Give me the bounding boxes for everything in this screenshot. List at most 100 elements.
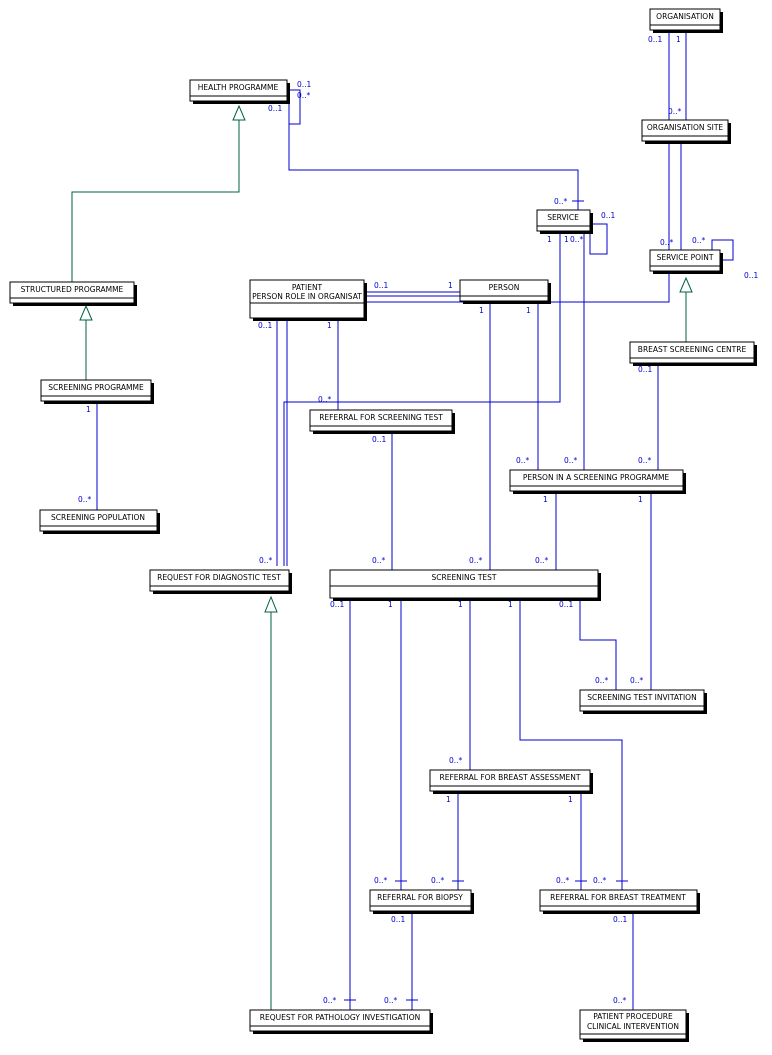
- cardinality-label: 0..1: [372, 435, 387, 444]
- cardinality-label: 1: [568, 795, 573, 804]
- cardinality-label: 1: [543, 495, 548, 504]
- entity-label: BREAST SCREENING CENTRE: [638, 345, 747, 354]
- entity-organisation[interactable]: ORGANISATION: [649, 8, 723, 33]
- entity-request-for-pathology-investigation[interactable]: REQUEST FOR PATHOLOGY INVESTIGATION: [249, 1009, 433, 1034]
- cardinality-label: 1: [448, 281, 453, 290]
- cardinality-label: 1: [676, 35, 681, 44]
- cardinality-label: 0..1: [258, 321, 273, 330]
- cardinality-label: 0..*: [630, 676, 644, 685]
- cardinality-label: 0..*: [613, 996, 627, 1005]
- entity-person-in-a-screening-programme[interactable]: PERSON IN A SCREENING PROGRAMME: [509, 469, 686, 494]
- entity-referral-for-breast-assessment[interactable]: REFERRAL FOR BREAST ASSESSMENT: [429, 769, 593, 794]
- cardinality-label: 0..1: [268, 104, 283, 113]
- cardinality-label: 0..*: [692, 236, 706, 245]
- cardinality-label: 0..*: [668, 107, 682, 116]
- entity-service[interactable]: SERVICE: [536, 209, 593, 234]
- cardinality-label: 1: [388, 600, 393, 609]
- entity-label: SCREENING TEST: [432, 573, 497, 582]
- entity-label: SCREENING POPULATION: [51, 513, 145, 522]
- entity-label: PERSON: [489, 283, 520, 292]
- cardinality-label: 1: [86, 405, 91, 414]
- entity-label: PATIENT PROCEDURE: [593, 1012, 673, 1021]
- gen-structured-health: [71, 120, 240, 282]
- cardinality-label: 0..*: [660, 238, 674, 247]
- entity-person[interactable]: PERSON: [459, 279, 551, 304]
- entity-breast-screening-centre[interactable]: BREAST SCREENING CENTRE: [629, 341, 757, 366]
- cardinality-label: 0..1: [638, 365, 653, 374]
- cardinality-label: 0..1: [391, 915, 406, 924]
- entity-label: REFERRAL FOR SCREENING TEST: [319, 413, 443, 422]
- rel-st-sti: [579, 598, 617, 690]
- cardinality-label: 0..*: [564, 456, 578, 465]
- cardinality-label: 0..*: [595, 676, 609, 685]
- entity-screening-population[interactable]: SCREENING POPULATION: [39, 509, 160, 534]
- cardinality-label: 0..*: [431, 876, 445, 885]
- gen-arrow-structured-programme: [79, 304, 93, 321]
- cardinality-label: 1: [564, 235, 569, 244]
- entity-label: SCREENING TEST INVITATION: [587, 693, 696, 702]
- rel-service-request-diagnostic: [283, 230, 561, 566]
- cardinality-label: 0..*: [372, 556, 386, 565]
- rel-health-programme-service: [288, 104, 579, 210]
- entity-referral-for-screening-test[interactable]: REFERRAL FOR SCREENING TEST: [309, 409, 455, 434]
- entity-screening-programme[interactable]: SCREENING PROGRAMME: [40, 379, 154, 404]
- cardinality-label: 0..*: [516, 456, 530, 465]
- entity-label: ORGANISATION SITE: [647, 123, 724, 132]
- gen-arrow-request-diagnostic: [264, 595, 278, 613]
- entity-label-secondary: CLINICAL INTERVENTION: [587, 1022, 679, 1031]
- entity-service-point[interactable]: SERVICE POINT: [649, 249, 723, 274]
- cardinality-label: 0..*: [638, 456, 652, 465]
- entity-screening-test[interactable]: SCREENING TEST: [329, 569, 601, 601]
- gen-arrow-health-programme: [232, 104, 246, 121]
- entity-label: SERVICE POINT: [657, 253, 714, 262]
- entity-health-programme[interactable]: HEALTH PROGRAMME: [189, 79, 290, 104]
- entity-label: REQUEST FOR PATHOLOGY INVESTIGATION: [260, 1013, 420, 1022]
- entity-label: PERSON IN A SCREENING PROGRAMME: [523, 473, 670, 482]
- entity-request-for-diagnostic-test[interactable]: REQUEST FOR DIAGNOSTIC TEST: [149, 569, 292, 594]
- entity-label: REFERRAL FOR BREAST TREATMENT: [550, 893, 686, 902]
- cardinality-label: 0..1: [559, 600, 574, 609]
- entity-referral-for-biopsy[interactable]: REFERRAL FOR BIOPSY: [369, 889, 474, 914]
- entity-label: REFERRAL FOR BREAST ASSESSMENT: [440, 773, 581, 782]
- cardinality-label: 0..*: [554, 197, 568, 206]
- cardinality-label: 0..*: [449, 756, 463, 765]
- gen-arrow-service-point: [679, 276, 693, 293]
- rel-service-self: [589, 223, 608, 255]
- cardinality-label: 0..*: [469, 556, 483, 565]
- entity-screening-test-invitation[interactable]: SCREENING TEST INVITATION: [579, 689, 707, 714]
- entity-structured-programme[interactable]: STRUCTURED PROGRAMME: [9, 281, 137, 306]
- cardinality-label: 1: [446, 795, 451, 804]
- cardinality-label: 1: [327, 321, 332, 330]
- cardinality-label: 0..1: [648, 35, 663, 44]
- entity-label: SCREENING PROGRAMME: [48, 383, 144, 392]
- cardinality-label: 1: [638, 495, 643, 504]
- cardinality-label: 1: [526, 306, 531, 315]
- entity-patient-procedure[interactable]: PATIENT PROCEDURE CLINICAL INTERVENTION: [579, 1009, 689, 1042]
- entity-label: ORGANISATION: [656, 12, 714, 21]
- entity-label: HEALTH PROGRAMME: [198, 83, 279, 92]
- cardinality-label: 1: [479, 306, 484, 315]
- cardinality-label: 0..1: [374, 281, 389, 290]
- cardinality-label: 0..*: [593, 876, 607, 885]
- rel-st-rfbt: [519, 598, 623, 890]
- entity-label-secondary: PERSON ROLE IN ORGANISAT: [252, 292, 362, 301]
- relationship-lines: [96, 29, 734, 1010]
- cardinality-label: 0..1: [297, 80, 312, 89]
- entity-label: PATIENT: [292, 283, 323, 292]
- generalisation-lines: [71, 104, 693, 1010]
- cardinality-label: 0..*: [259, 556, 273, 565]
- cardinality-label: 0..*: [384, 996, 398, 1005]
- cardinality-label: 0..*: [318, 395, 332, 404]
- cardinality-label: 0..1: [330, 600, 345, 609]
- cardinality-label: 0..*: [297, 91, 311, 100]
- cardinality-label: 0..1: [613, 915, 628, 924]
- cardinality-label: 0..1: [744, 271, 759, 280]
- entity-organisation-site[interactable]: ORGANISATION SITE: [641, 119, 731, 144]
- cardinality-labels: 0..1 1 0..* 0..1 0..* 0..1 0..* 0..1 1 1…: [78, 35, 759, 1005]
- entity-label: SERVICE: [547, 213, 579, 222]
- cardinality-label: 0..1: [601, 211, 616, 220]
- entity-patient[interactable]: PATIENT PERSON ROLE IN ORGANISAT: [249, 279, 367, 321]
- cardinality-label: 1: [508, 600, 513, 609]
- entity-referral-for-breast-treatment[interactable]: REFERRAL FOR BREAST TREATMENT: [539, 889, 700, 914]
- entity-label: REFERRAL FOR BIOPSY: [377, 893, 463, 902]
